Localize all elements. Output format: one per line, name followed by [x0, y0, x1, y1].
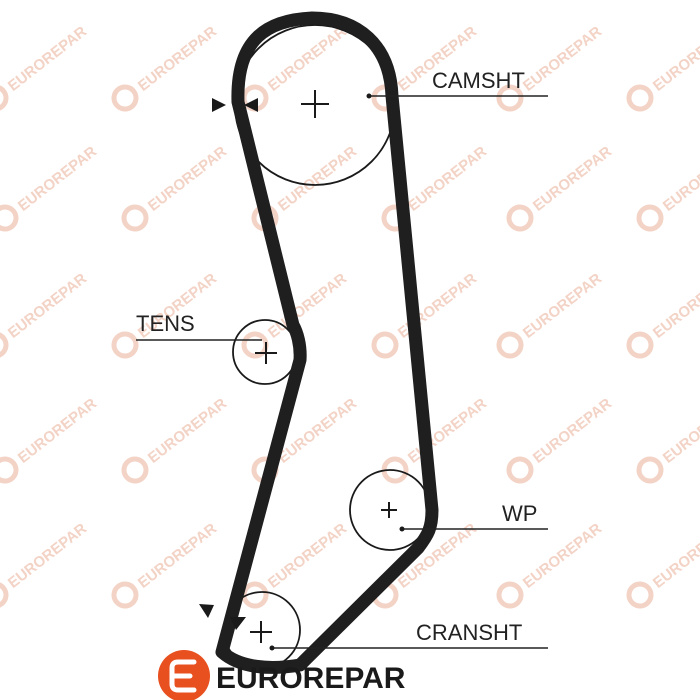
watermark-logo: EUROREPAR [626, 23, 700, 112]
watermark-text: EUROREPAR [15, 395, 100, 467]
camshaft-label: CAMSHT [432, 68, 525, 93]
watermark-text: EUROREPAR [660, 395, 700, 467]
watermark-text: EUROREPAR [135, 23, 220, 95]
watermark-text: EUROREPAR [135, 520, 220, 592]
watermark-text: EUROREPAR [145, 143, 230, 215]
watermark-logo: EUROREPAR [371, 270, 480, 359]
tensioner-label: TENS [136, 311, 195, 336]
arrow-right-icon [199, 604, 214, 618]
crankshaft-label: CRANSHT [416, 620, 522, 645]
watermark-logo: EUROREPAR [111, 520, 220, 609]
watermark-logo: EUROREPAR [0, 270, 90, 359]
pulley-centers [250, 90, 397, 643]
watermark-text: EUROREPAR [5, 520, 90, 592]
watermark-text: EUROREPAR [145, 395, 230, 467]
watermark-text: EUROREPAR [15, 143, 100, 215]
watermark-text: EUROREPAR [650, 270, 700, 342]
arrow-right-icon [212, 98, 226, 112]
brand-name: EUROREPAR [216, 662, 406, 695]
watermark-layer: EUROREPAR EUROREPAR EUROREPAR EUROREPAR EURO… [0, 23, 700, 609]
watermark-logo: EUROREPAR [496, 270, 605, 359]
watermark-logo: EUROREPAR [111, 23, 220, 112]
watermark-logo: EUROREPAR [506, 143, 615, 232]
leader-lines [136, 95, 548, 649]
watermark-logo: EUROREPAR [496, 520, 605, 609]
watermark-text: EUROREPAR [520, 23, 605, 95]
watermark-logo: EUROREPAR [506, 395, 615, 484]
watermark-logo: EUROREPAR [626, 270, 700, 359]
watermark-text: EUROREPAR [405, 143, 490, 215]
brand-logo: EUROREPAR [158, 650, 406, 700]
watermark-text: EUROREPAR [5, 23, 90, 95]
water-pump-label: WP [502, 501, 537, 526]
watermark-text: EUROREPAR [5, 270, 90, 342]
watermark-text: EUROREPAR [530, 395, 615, 467]
watermark-text: EUROREPAR [520, 270, 605, 342]
watermark-logo: EUROREPAR [0, 23, 90, 112]
watermark-logo: EUROREPAR [121, 143, 230, 232]
eurorepar-logo-icon [158, 650, 210, 700]
watermark-logo: EUROREPAR [121, 395, 230, 484]
watermark-text: EUROREPAR [660, 143, 700, 215]
plus-icon [255, 342, 277, 364]
watermark-logo: EUROREPAR [636, 395, 700, 484]
watermark-logo: EUROREPAR [496, 23, 605, 112]
plus-icon [381, 502, 397, 518]
watermark-text: EUROREPAR [650, 520, 700, 592]
watermark-text: EUROREPAR [530, 143, 615, 215]
arrow-left-icon [230, 617, 246, 630]
timing-marks [199, 98, 258, 630]
arrow-left-icon [244, 98, 258, 112]
watermark-logo: EUROREPAR [626, 520, 700, 609]
watermark-logo: EUROREPAR [636, 143, 700, 232]
watermark-text: EUROREPAR [520, 520, 605, 592]
watermark-logo: EUROREPAR [0, 143, 100, 232]
watermark-logo: EUROREPAR [0, 395, 100, 484]
plus-icon [250, 621, 272, 643]
watermark-text: EUROREPAR [650, 23, 700, 95]
plus-icon [301, 90, 329, 118]
watermark-logo: EUROREPAR [0, 520, 90, 609]
timing-belt [215, 11, 439, 674]
watermark-text: EUROREPAR [265, 520, 350, 592]
leader-dots [269, 93, 405, 651]
